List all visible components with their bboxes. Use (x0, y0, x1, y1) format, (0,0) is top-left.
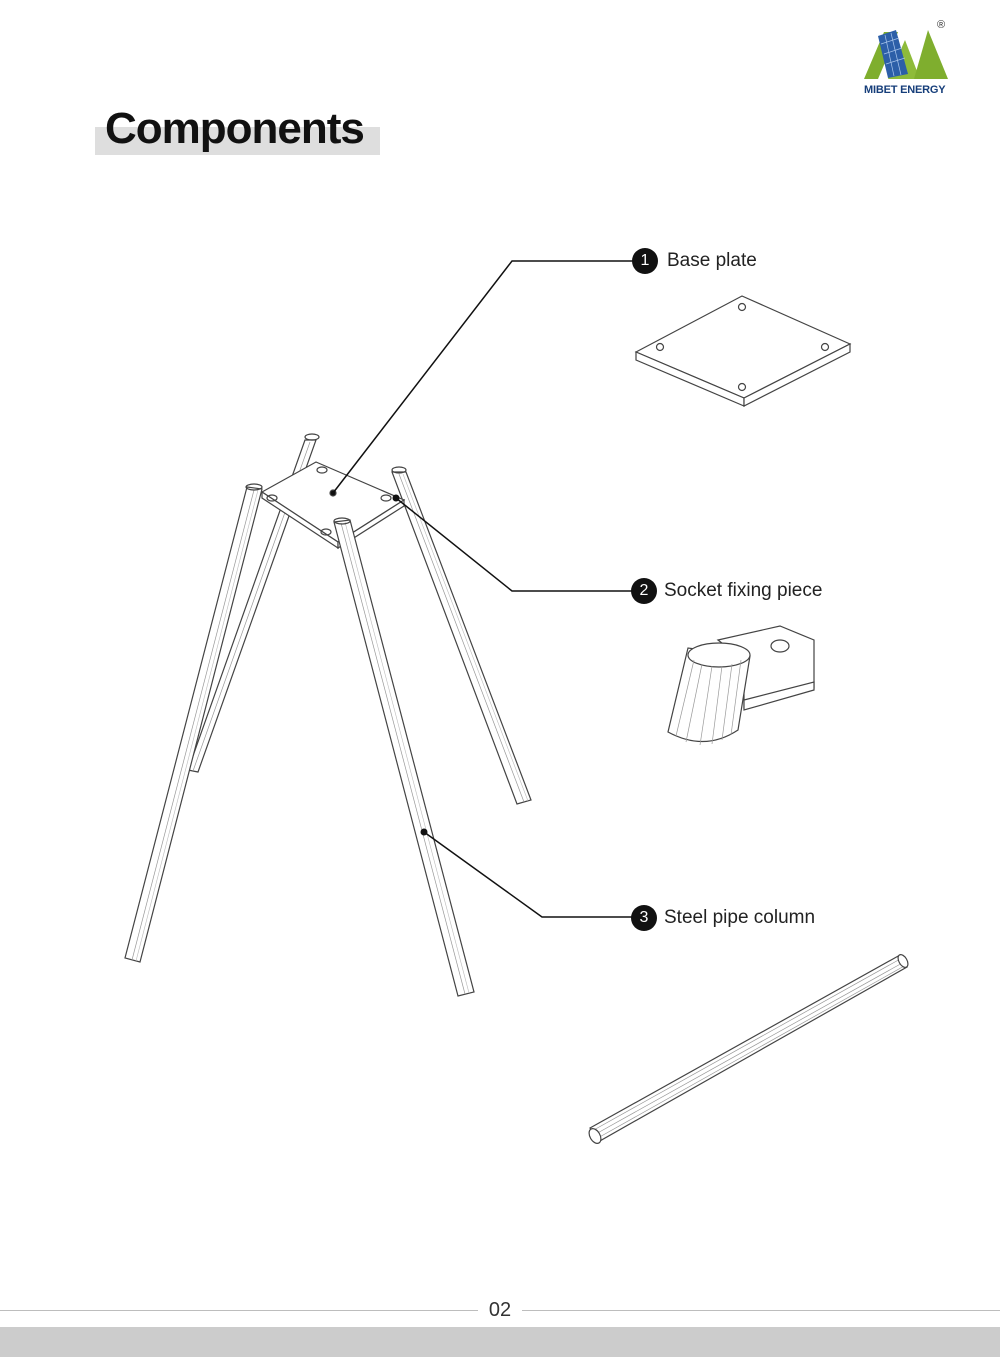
callout-number-2: 2 (631, 578, 657, 604)
callout-label-steel-pipe-column: Steel pipe column (664, 907, 816, 928)
leader-line-3 (423, 831, 634, 918)
leader-dot-2 (392, 494, 400, 502)
assembled-plate (260, 461, 406, 550)
leader-line-2 (395, 497, 634, 592)
brand-logo: ® MIBET ENERGY (858, 19, 958, 100)
socket-piece-detail (667, 625, 815, 746)
page-number: 02 (488, 1299, 512, 1321)
leg-front-left (124, 483, 263, 963)
callout-number-3: 3 (631, 905, 657, 931)
leg-front-right (333, 517, 475, 997)
footer-rule-right (522, 1310, 1000, 1311)
base-plate-detail (634, 295, 852, 407)
steel-pipe-detail (588, 954, 909, 1144)
title-underlay (95, 127, 380, 155)
leader-lines (332, 260, 634, 918)
mibet-logo-icon (864, 30, 948, 79)
leader-dot-3 (420, 828, 428, 836)
footer-rule-left (0, 1310, 478, 1311)
footer-band (0, 1327, 1000, 1357)
page-title: Components (105, 104, 365, 153)
leg-back-right (391, 471, 532, 805)
callout-label-base-plate: Base plate (667, 250, 757, 271)
brand-name: MIBET ENERGY (864, 84, 946, 96)
leader-line-1 (332, 260, 634, 494)
assembled-stand (124, 433, 532, 997)
callout-label-socket-fixing-piece: Socket fixing piece (664, 580, 823, 601)
registered-mark: ® (937, 19, 946, 31)
callout-number-1: 1 (632, 248, 658, 274)
